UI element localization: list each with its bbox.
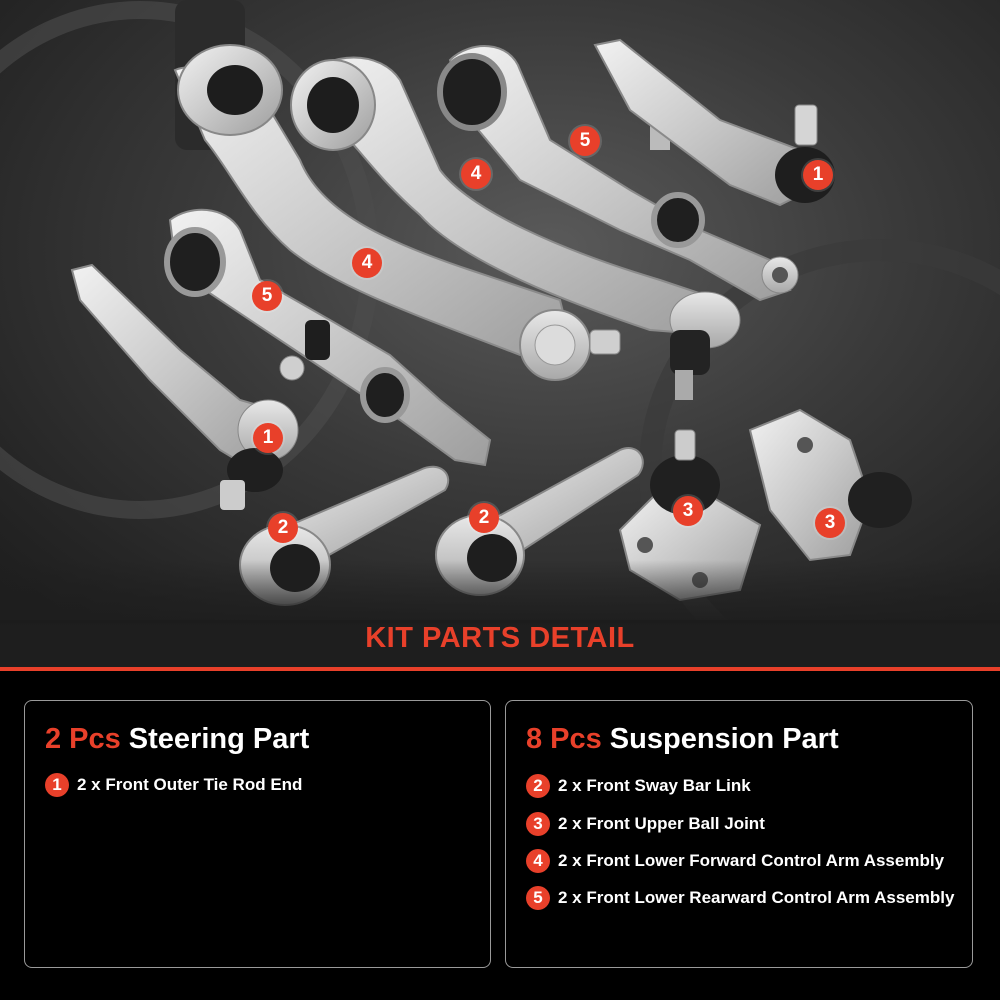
diagram-label: 2	[469, 503, 499, 533]
diagram-label: 5	[252, 281, 282, 311]
diagram-label: 5	[570, 126, 600, 156]
list-item-text: 2 x Front Lower Rearward Control Arm Ass…	[558, 888, 955, 907]
diagram-label: 1	[803, 160, 833, 190]
list-item: 5 2 x Front Lower Rearward Control Arm A…	[526, 886, 954, 910]
list-item-text: 2 x Front Outer Tie Rod End	[77, 775, 303, 794]
list-item: 2 2 x Front Sway Bar Link	[526, 774, 751, 798]
list-item: 4 2 x Front Lower Forward Control Arm As…	[526, 849, 944, 873]
diagram-label: 3	[673, 496, 703, 526]
diagram-label: 3	[815, 508, 845, 538]
number-badge: 1	[45, 773, 69, 797]
steering-label: Steering Part	[128, 723, 310, 755]
number-badge: 5	[526, 886, 550, 910]
list-item-text: 2 x Front Upper Ball Joint	[558, 814, 765, 833]
number-badge: 4	[526, 849, 550, 873]
list-item-text: 2 x Front Sway Bar Link	[558, 776, 751, 795]
list-item: 1 2 x Front Outer Tie Rod End	[45, 773, 302, 797]
suspension-label: Suspension Part	[609, 723, 839, 755]
diagram-label: 2	[268, 513, 298, 543]
number-badge: 3	[526, 812, 550, 836]
diagram-label: 4	[461, 159, 491, 189]
parts-illustration	[0, 0, 1000, 620]
diagram-label: 4	[352, 248, 382, 278]
accent-divider	[0, 667, 1000, 671]
suspension-quantity: 8 Pcs	[526, 723, 602, 755]
list-item: 3 2 x Front Upper Ball Joint	[526, 812, 765, 836]
product-photo: 1 1 2 2 3 3 4 4 5 5	[0, 0, 1000, 620]
kit-parts-title: KIT PARTS DETAIL	[365, 622, 635, 654]
photo-fade	[0, 560, 1000, 670]
steering-quantity: 2 Pcs	[45, 723, 121, 755]
number-badge: 2	[526, 774, 550, 798]
list-item-text: 2 x Front Lower Forward Control Arm Asse…	[558, 851, 945, 870]
diagram-label: 1	[253, 423, 283, 453]
